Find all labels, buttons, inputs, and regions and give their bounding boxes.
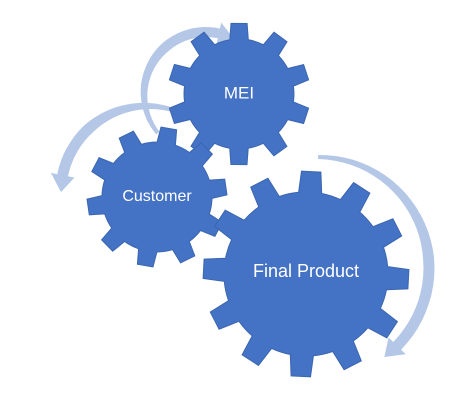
gear-customer-shape bbox=[86, 126, 228, 268]
gear-label-mei: MEI bbox=[224, 83, 254, 102]
cycle-arrow-to-final-product bbox=[318, 155, 435, 357]
gears: MEI Customer Final Product bbox=[86, 22, 410, 378]
gear-mei-shape bbox=[168, 22, 310, 166]
cycle-arrows bbox=[50, 22, 435, 357]
gear-label-final-product: Final Product bbox=[253, 261, 359, 281]
gear-final-product-shape bbox=[202, 170, 410, 378]
cycle-arrow-to-customer bbox=[50, 102, 177, 193]
gear-customer: Customer bbox=[86, 126, 228, 268]
gear-final-product: Final Product bbox=[202, 170, 410, 378]
gear-label-customer: Customer bbox=[122, 188, 192, 205]
cycle-arrow-to-mei bbox=[140, 22, 234, 135]
gear-mei: MEI bbox=[168, 22, 310, 166]
